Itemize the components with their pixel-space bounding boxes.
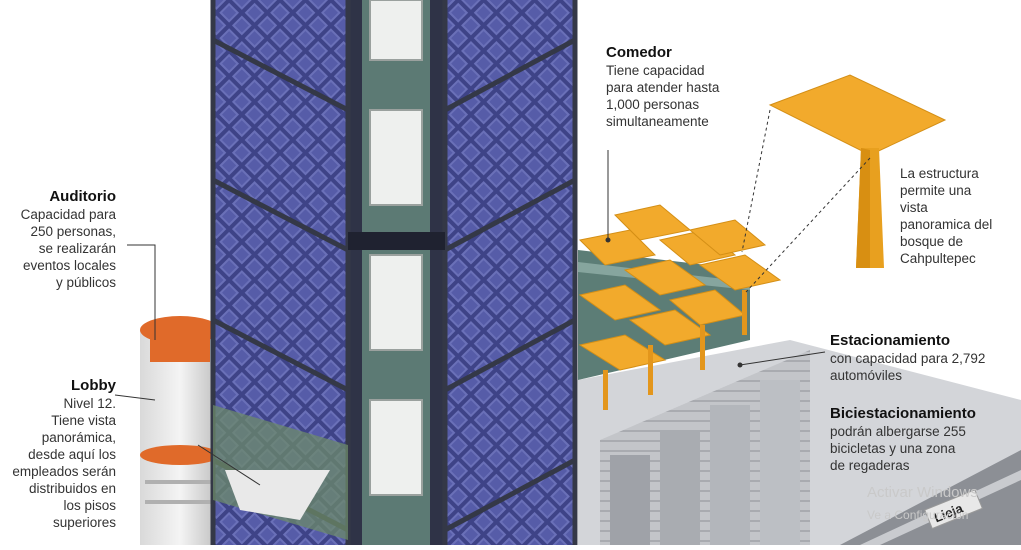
activation-watermark-title: Activar Windows xyxy=(867,484,978,501)
comedor-line: para atender hasta xyxy=(606,80,720,95)
estructura-line: panoramica del xyxy=(900,217,993,232)
lobby-line: Nivel 12. xyxy=(63,396,116,411)
auditorio-line: 250 personas, xyxy=(30,224,116,239)
canopy-detail xyxy=(741,74,947,293)
leader-lines xyxy=(114,150,826,486)
lobby-label: Lobby Nivel 12. Tiene vista panorámica, … xyxy=(0,377,116,531)
estructura-line: vista xyxy=(900,200,928,215)
auditorio-title: Auditorio xyxy=(49,188,116,205)
auditorio-label: Auditorio Capacidad para 250 personas, s… xyxy=(0,188,116,291)
estacionamiento-line: con capacidad para 2,792 xyxy=(830,351,986,366)
lobby-title: Lobby xyxy=(71,377,116,394)
auditorio-line: y públicos xyxy=(55,275,116,290)
auditorio-line: Capacidad para xyxy=(20,207,116,222)
auditorio-line: se realizarán xyxy=(38,241,116,256)
comedor-line: simultaneamente xyxy=(606,114,709,129)
estacionamiento-title: Estacionamiento xyxy=(830,332,951,349)
auditorio-line: eventos locales xyxy=(22,258,116,273)
lobby-line: desde aquí los xyxy=(28,447,116,462)
comedor-title: Comedor xyxy=(606,44,672,61)
estructura-line: Cahpultepec xyxy=(900,251,976,266)
lobby-line: Tiene vista xyxy=(51,413,116,428)
estructura-line: permite una xyxy=(900,183,972,198)
core-windows xyxy=(369,0,423,496)
leader-dots xyxy=(605,237,743,368)
lobby-line: superiores xyxy=(52,515,116,530)
estructura-line: La estructura xyxy=(900,166,979,181)
lobby-line: empleados serán xyxy=(12,464,116,479)
estacionamiento-line: automóviles xyxy=(830,368,903,383)
biciestacionamiento-line: bicicletas y una zona xyxy=(830,441,956,456)
estructura-line: bosque de xyxy=(900,234,964,249)
biciestacionamiento-line: podrán albergarse 255 xyxy=(830,424,966,439)
activation-watermark-subtitle: Ve a Configuración xyxy=(867,508,969,522)
comedor-pavilion xyxy=(578,204,782,410)
lobby-line: distribuidos en xyxy=(28,481,116,496)
biciestacionamiento-line: de regaderas xyxy=(830,458,910,473)
auditorium-cylinder xyxy=(140,316,220,545)
biciestacionamiento-title: Biciestacionamiento xyxy=(830,405,976,422)
lobby-line: los pisos xyxy=(63,498,116,513)
estacionamiento-label: Estacionamiento con capacidad para 2,792… xyxy=(830,332,1020,384)
comedor-label: Comedor Tiene capacidad para atender has… xyxy=(606,44,776,130)
main-tower xyxy=(210,0,578,545)
canopy-grid xyxy=(578,204,782,371)
lobby-line: panorámica, xyxy=(41,430,116,445)
biciestacionamiento-label: Biciestacionamiento podrán albergarse 25… xyxy=(830,405,1020,474)
comedor-line: Tiene capacidad xyxy=(606,63,705,78)
canopy-columns xyxy=(603,290,747,410)
estructura-label: La estructura permite una vista panorami… xyxy=(900,165,1018,267)
comedor-line: 1,000 personas xyxy=(606,97,700,112)
